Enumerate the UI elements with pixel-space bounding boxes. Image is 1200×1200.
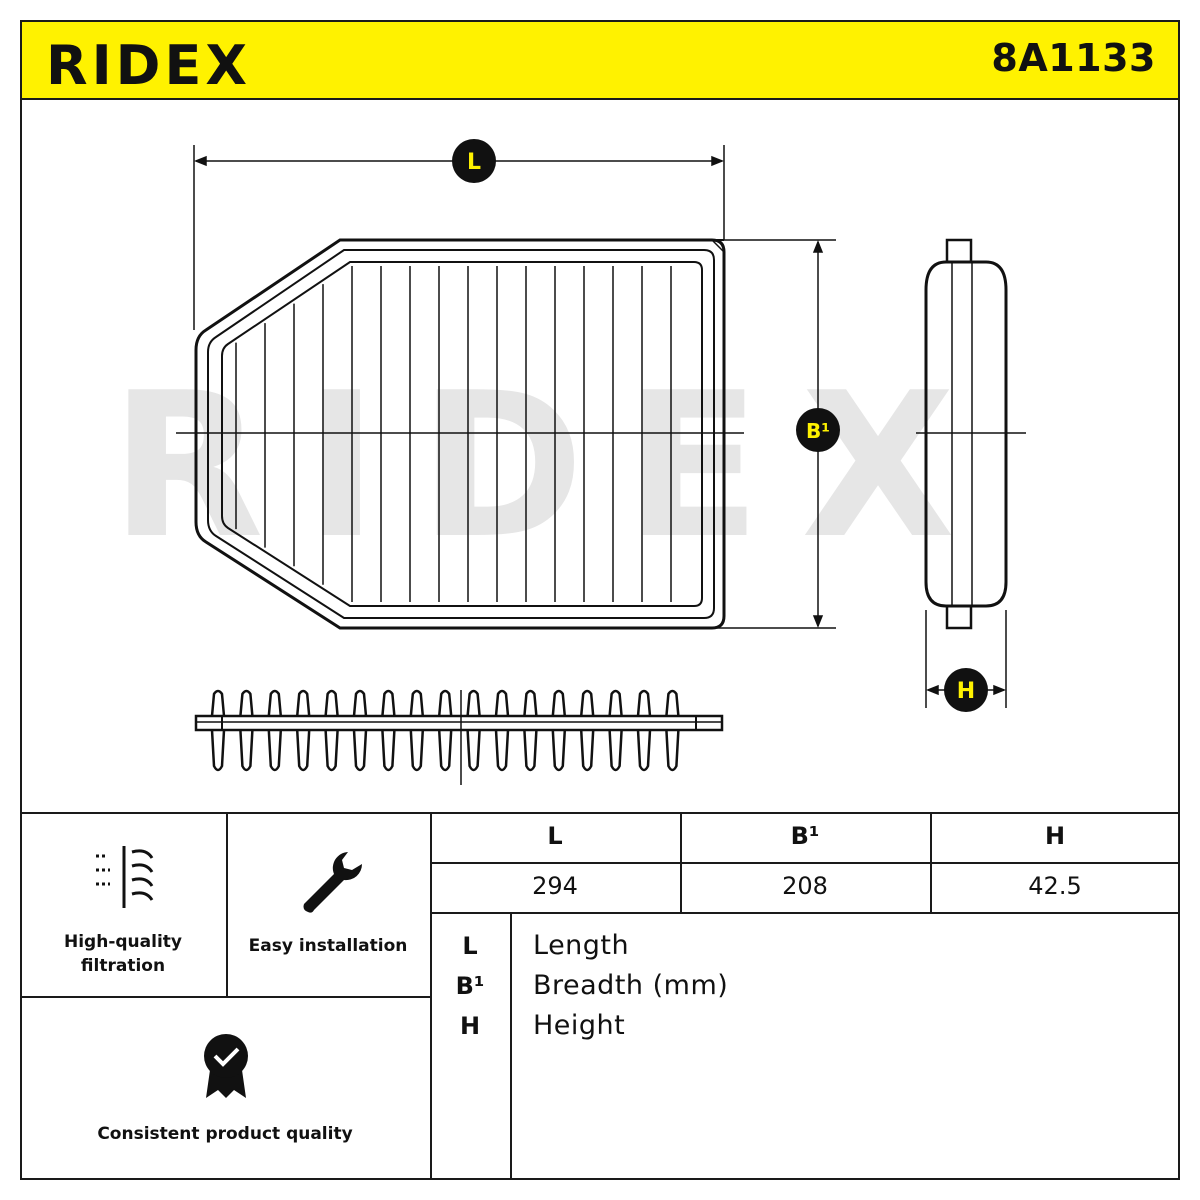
profile-pleat [608,689,623,772]
height-badge [944,668,988,712]
dim-header-h [930,812,1180,864]
profile-pleat [267,689,283,772]
dim-value-h-text: 42.5 [1028,872,1082,900]
pleat-lines [235,266,672,602]
legend-divider [510,912,512,1180]
profile-pleat [579,689,595,772]
feature-cell-installation: Easy installation [226,812,432,998]
brand-text: RIDEX [46,34,251,97]
legend-desc-height: Height [533,1010,626,1041]
part-number: 8A1133 [991,36,1156,80]
profile-pleat [324,689,339,772]
dim-value-l-text: 294 [532,872,578,900]
feature-cell-filtration: High-quality filtration [20,812,228,998]
profile-pleat [437,689,453,772]
legend-desc-length: Length [533,930,630,961]
feature-cell-quality: Consistent product quality [20,996,432,1180]
profile-pleat [494,689,510,772]
filter-side-view [916,238,1026,630]
profile-pleat [665,689,680,772]
dim-header-b-text: B¹ [790,822,820,850]
quality-label: Consistent product quality [97,1124,353,1144]
legend-key-l: L [462,932,478,960]
technical-drawing: RIDEX L B¹ [110,139,1026,785]
dim-value-l [430,862,682,914]
dim-value-b-text: 208 [782,872,828,900]
length-badge-label: L [467,150,481,175]
height-badge-label: H [957,679,975,704]
profile-pleat [210,689,226,772]
dim-header-l-text: L [547,822,563,850]
profile-pleat [239,689,254,772]
wrench-icon [303,852,363,913]
dim-header-b [680,812,932,864]
profile-pleat [381,689,396,772]
filtration-label: High-quality filtration [64,932,182,976]
dim-value-h [930,862,1180,914]
quality-badge-icon [204,1034,248,1098]
dim-value-b [680,862,932,914]
profile-pleat [409,689,425,772]
profile-pleats [210,689,680,772]
sheet-frame [20,20,1180,1180]
profile-pleat [636,689,652,772]
watermark: RIDEX [110,350,995,583]
filter-profile-view [194,690,724,785]
dim-header-l [430,812,682,864]
profile-pleat [295,689,311,772]
profile-pleat [466,689,481,772]
filter-top-view [194,238,726,630]
profile-pleat [352,689,368,772]
length-badge [452,139,496,183]
breadth-badge-label: B¹ [806,419,830,443]
profile-pleat [523,689,538,772]
profile-pleat [551,689,567,772]
dim-header-h-text: H [1044,822,1066,850]
legend-desc-breadth: Breadth (mm) [533,970,729,1001]
filtration-icon [96,846,154,908]
ridex-logo: RIDEX [46,34,251,97]
legend-key-h: H [459,1012,481,1040]
legend-key-b: B¹ [455,972,485,1000]
breadth-badge [796,408,840,452]
header-bar: RIDEX 8A1133 [20,20,1180,100]
installation-label: Easy installation [248,936,408,956]
